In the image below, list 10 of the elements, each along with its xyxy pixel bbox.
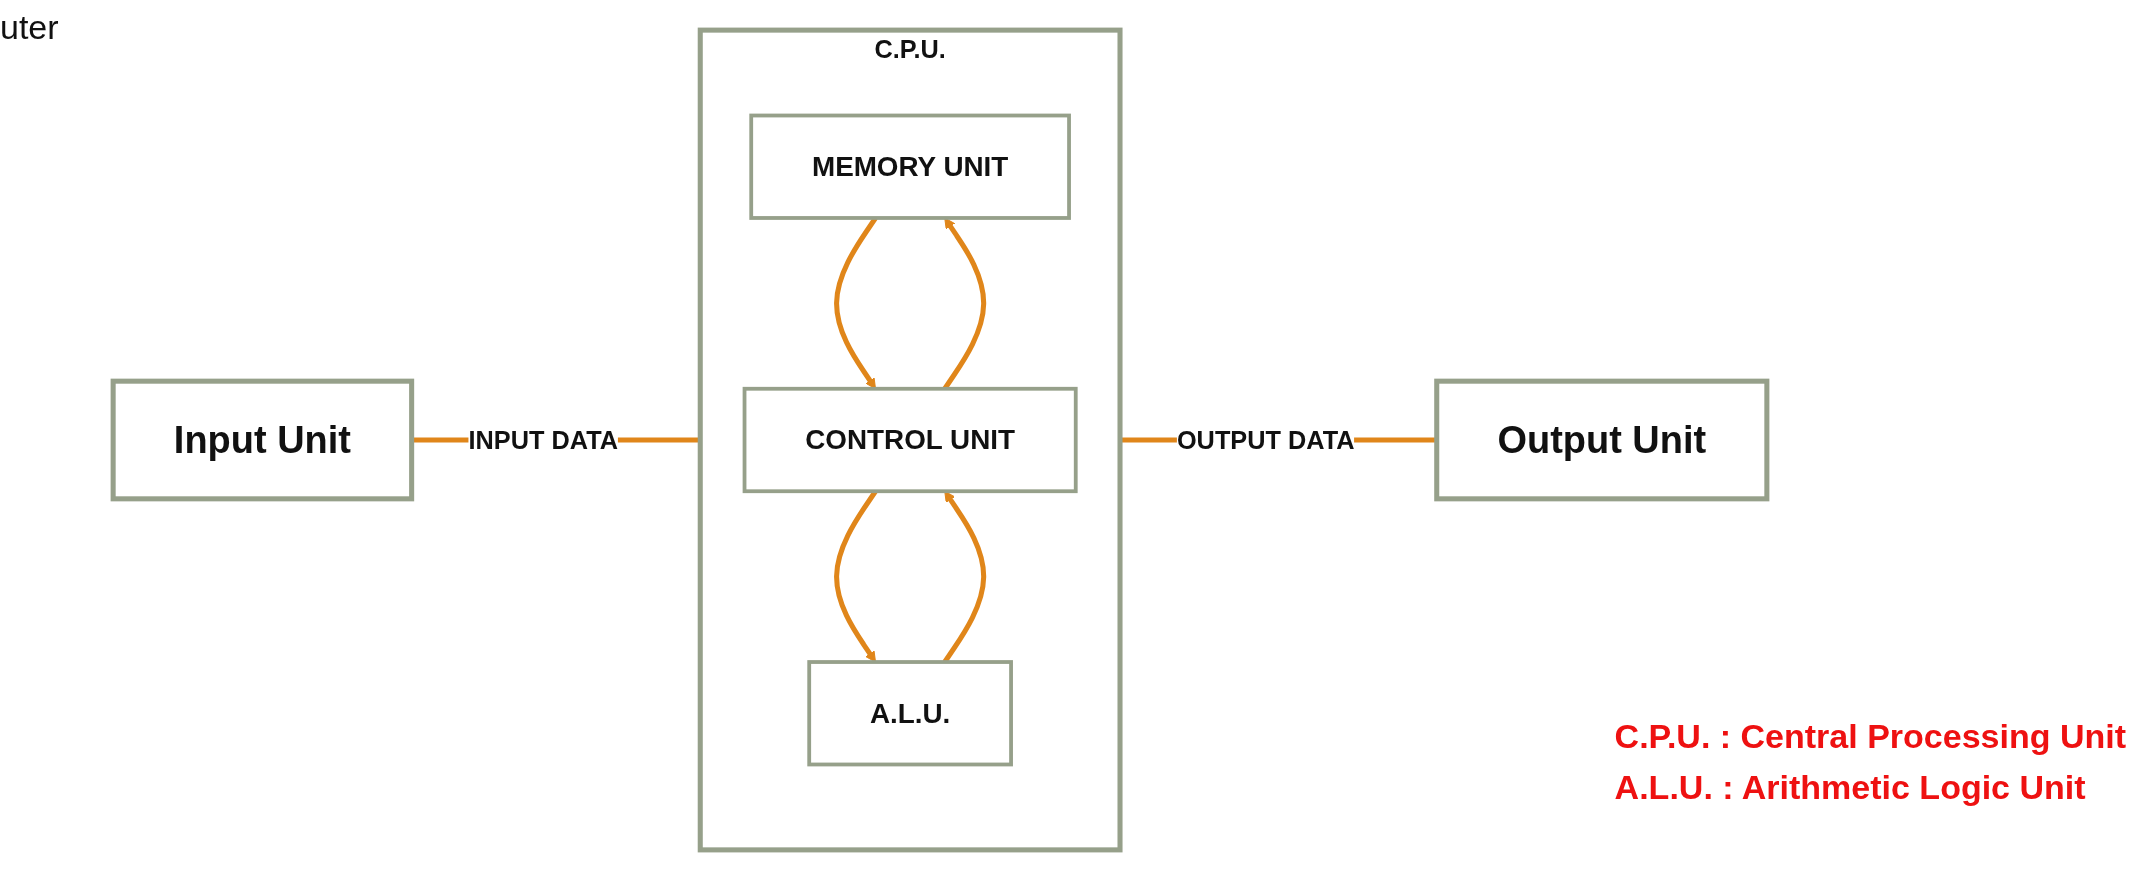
node-box: CONTROL UNIT [742, 386, 1078, 494]
edge-label: INPUT DATA [468, 426, 619, 454]
node-box: MEMORY UNIT [749, 113, 1071, 220]
node-box: Input Unit [110, 378, 415, 502]
abbreviation-note: A.L.U. : Arithmetic Logic Unit [1614, 767, 2087, 808]
edge-label: OUTPUT DATA [1176, 426, 1355, 454]
abbreviation-note: C.P.U. : Central Processing Unit [1614, 716, 2126, 757]
node-box: A.L.U. [807, 660, 1013, 767]
node-box: Output Unit [1434, 378, 1770, 502]
partial-heading: uter [0, 8, 59, 47]
